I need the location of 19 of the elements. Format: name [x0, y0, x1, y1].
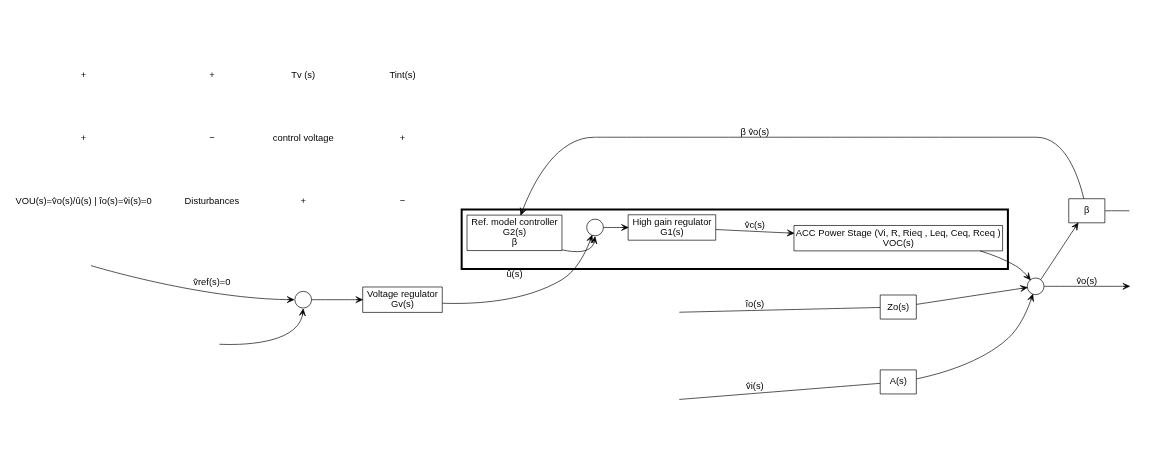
label: Disturbances [184, 195, 240, 206]
label: control voltage [272, 132, 334, 143]
edge-label: v̂c(s) [744, 219, 765, 230]
label: − [399, 195, 406, 206]
label: + [399, 132, 406, 143]
label: Tv (s) [291, 69, 316, 80]
edge-label: v̂i(s) [746, 380, 764, 391]
label: − [209, 132, 215, 143]
edge-label: v̂o(s) [1076, 275, 1098, 286]
label: + [80, 69, 87, 80]
label: + [80, 132, 87, 143]
edge-label: β v̂o(s) [740, 126, 770, 137]
label: + [300, 195, 306, 206]
edge-label: û(s) [506, 268, 523, 279]
label: + [209, 69, 215, 80]
edge-label: îo(s) [745, 298, 765, 309]
label: Tint(s) [389, 69, 416, 80]
label: VOU(s)=v̂o(s)/û(s) | îo(s)=v̂i(s)=0 [15, 195, 152, 206]
edge-label: v̂ref(s)=0 [193, 276, 231, 287]
